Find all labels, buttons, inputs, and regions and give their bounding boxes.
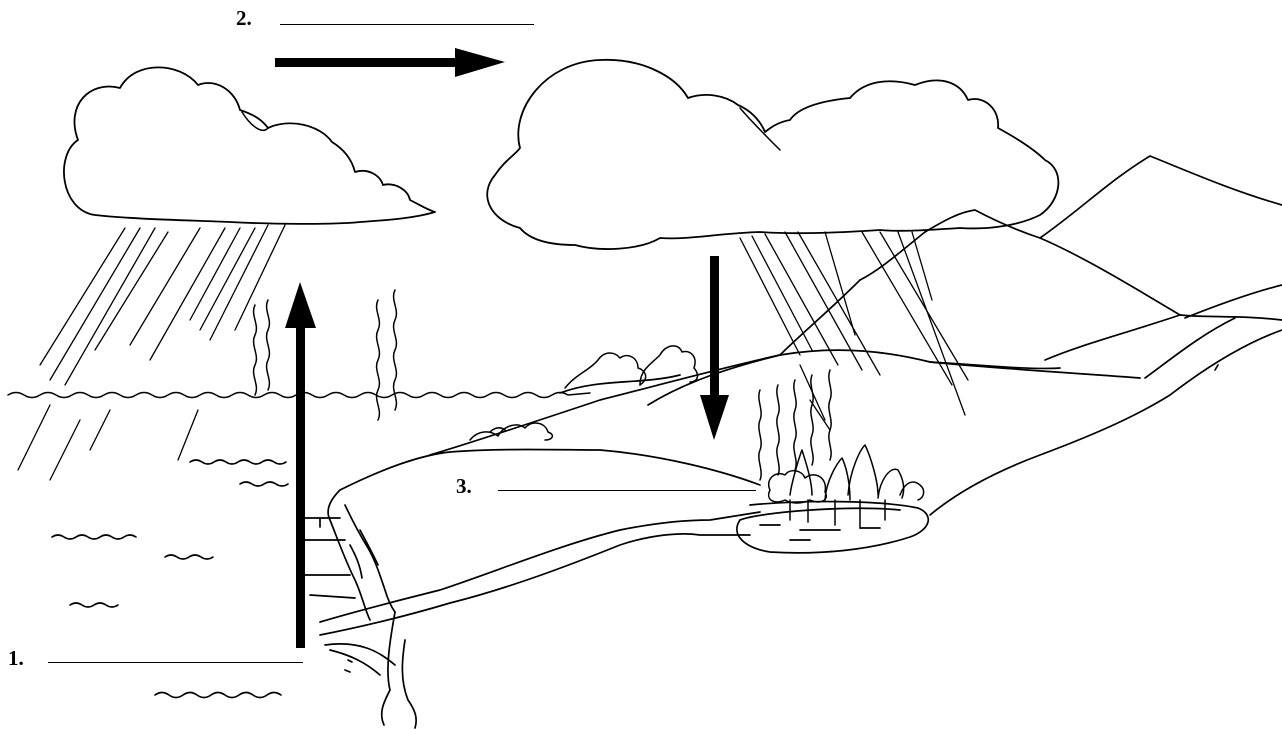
arrow-down-icon <box>700 256 729 440</box>
cloud-left-icon <box>64 67 435 224</box>
rain-icon <box>740 232 968 430</box>
river <box>320 512 760 675</box>
label-1-number: 1. <box>8 646 24 670</box>
arrow-right-icon <box>275 48 505 77</box>
ocean-horizon <box>8 393 590 398</box>
mountain-icon <box>780 156 1282 378</box>
vapor-icon <box>254 290 832 480</box>
tree-icon <box>769 445 924 528</box>
hill-terrain <box>340 330 1282 515</box>
label-3-number: 3. <box>456 474 472 498</box>
bush-icon <box>470 346 697 440</box>
cloud-right-icon <box>487 60 1058 249</box>
label-3-blank-line[interactable] <box>498 490 756 491</box>
lake <box>737 502 928 553</box>
label-2-number: 2. <box>236 6 252 30</box>
cloud-left-detail <box>242 112 268 130</box>
ocean-waves <box>52 460 288 698</box>
label-1-blank-line[interactable] <box>48 662 303 663</box>
arrow-up-icon <box>285 282 316 648</box>
cliff <box>298 490 416 728</box>
label-2-blank-line[interactable] <box>280 24 534 25</box>
cloud-right-detail <box>740 108 780 150</box>
rain-icon <box>18 225 285 480</box>
